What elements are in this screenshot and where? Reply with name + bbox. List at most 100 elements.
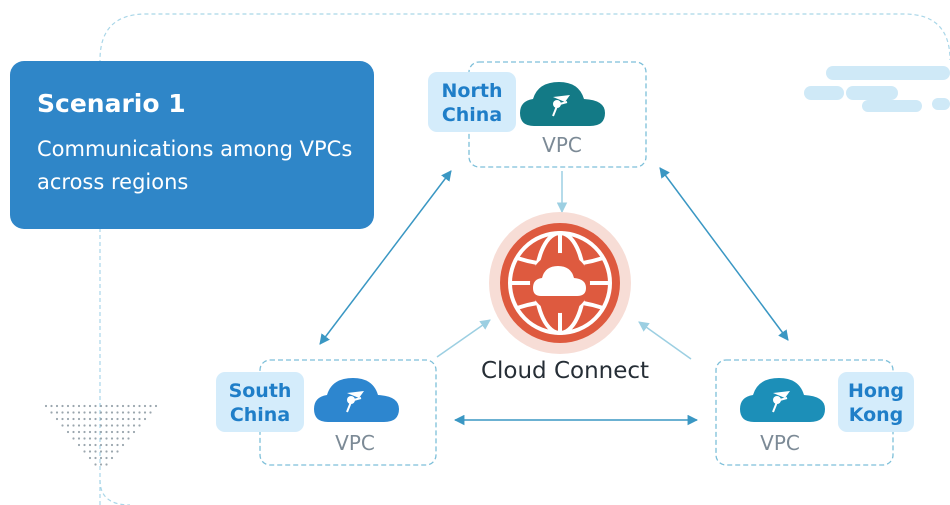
triangle-dot xyxy=(55,411,59,414)
triangle-dot xyxy=(132,430,136,434)
triangle-dot xyxy=(83,411,86,414)
triangle-dot xyxy=(105,463,108,466)
triangle-dot xyxy=(116,424,119,427)
triangle-dot xyxy=(94,437,97,440)
triangle-dot xyxy=(72,430,75,434)
triangle-dot xyxy=(77,424,81,427)
triangle-dot xyxy=(77,411,81,414)
triangle-dot xyxy=(127,411,130,414)
triangle-dot xyxy=(127,430,130,434)
triangle-dot xyxy=(72,417,75,421)
triangle-dot xyxy=(121,430,125,434)
triangle-dot xyxy=(105,424,108,427)
triangle-dot xyxy=(94,456,97,460)
region-tag-hong-kong: Hong Kong xyxy=(838,372,914,432)
vpc-cloud-icon-hongkong xyxy=(740,378,825,422)
triangle-dot xyxy=(99,443,103,447)
region-tag-line2: Kong xyxy=(848,404,904,426)
region-tag-line2: China xyxy=(441,104,503,126)
triangle-dot xyxy=(99,417,103,421)
triangle-dot xyxy=(110,424,114,427)
triangle-dot xyxy=(88,443,92,447)
triangle-dot xyxy=(83,437,86,440)
triangle-dot xyxy=(99,456,103,460)
triangle-dot xyxy=(94,417,97,421)
triangle-dot xyxy=(121,404,125,408)
triangle-dot xyxy=(121,424,125,427)
triangle-dot xyxy=(94,411,97,414)
triangle-dot xyxy=(72,437,75,440)
link-north-south xyxy=(319,170,452,345)
triangle-dot xyxy=(116,404,119,408)
triangle-dot xyxy=(66,430,70,434)
scenario-card: Scenario 1 Communications among VPCs acr… xyxy=(10,61,374,229)
triangle-dot xyxy=(77,404,81,408)
triangle-dot xyxy=(110,443,114,447)
triangle-dot xyxy=(127,417,130,421)
triangle-dot xyxy=(94,443,97,447)
triangle-dot xyxy=(94,463,97,466)
scenario-title: Scenario 1 xyxy=(37,89,186,118)
triangle-dot xyxy=(110,437,114,440)
triangle-dot xyxy=(88,456,92,460)
region-tag-line2: China xyxy=(229,404,291,426)
triangle-dot xyxy=(88,417,92,421)
triangle-dot xyxy=(88,404,92,408)
triangle-dot xyxy=(143,404,147,408)
triangle-dot xyxy=(99,437,103,440)
triangle-dot xyxy=(55,404,59,408)
triangle-dot xyxy=(55,417,59,421)
triangle-dot xyxy=(72,411,75,414)
region-tag-line1: South xyxy=(228,380,292,402)
vpc-label-hong-kong: VPC xyxy=(760,431,800,455)
region-tag-south-china: South China xyxy=(216,372,304,432)
triangle-dot xyxy=(110,404,114,408)
triangle-dot xyxy=(72,424,75,427)
triangle-dot xyxy=(132,411,136,414)
triangle-dot xyxy=(105,450,108,453)
triangle-dot xyxy=(99,424,103,427)
triangle-dot xyxy=(116,430,119,434)
decorative-cloud-strokes xyxy=(804,66,950,112)
triangle-dot xyxy=(77,430,81,434)
triangle-dot xyxy=(132,424,136,427)
triangle-dot xyxy=(72,404,75,408)
cloud-connect-icon xyxy=(489,212,631,354)
triangle-dot xyxy=(127,437,130,440)
vpc-label-south-china: VPC xyxy=(335,431,375,455)
triangle-dot xyxy=(105,430,108,434)
triangle-dot xyxy=(105,443,108,447)
triangle-dot xyxy=(138,424,141,427)
dotted-triangle-decoration xyxy=(44,404,158,466)
triangle-dot xyxy=(99,450,103,453)
triangle-dot xyxy=(110,411,114,414)
triangle-dot xyxy=(66,417,70,421)
link-hongkong-to-cloud-connect xyxy=(638,321,692,360)
scenario-frame-bottom xyxy=(99,479,131,505)
triangle-dot xyxy=(83,443,86,447)
triangle-dot xyxy=(127,424,130,427)
triangle-dot xyxy=(132,404,136,408)
triangle-dot xyxy=(83,404,86,408)
triangle-dot xyxy=(99,463,103,466)
triangle-dot xyxy=(61,424,64,427)
triangle-dot xyxy=(83,430,86,434)
triangle-dot xyxy=(88,411,92,414)
triangle-dot xyxy=(66,404,70,408)
triangle-dot xyxy=(99,411,103,414)
triangle-dot xyxy=(110,456,114,460)
triangle-dot xyxy=(50,411,53,414)
triangle-dot xyxy=(66,424,70,427)
triangle-dot xyxy=(138,417,141,421)
triangle-dot xyxy=(94,430,97,434)
scenario-frame-border xyxy=(99,13,950,505)
triangle-dot xyxy=(77,443,81,447)
link-south-to-cloud-connect xyxy=(436,319,491,358)
vpc-cloud-icon-north xyxy=(520,82,605,126)
triangle-dot xyxy=(83,417,86,421)
triangle-dot xyxy=(110,430,114,434)
triangle-dot xyxy=(116,411,119,414)
triangle-dot xyxy=(105,404,108,408)
triangle-dot xyxy=(138,411,141,414)
